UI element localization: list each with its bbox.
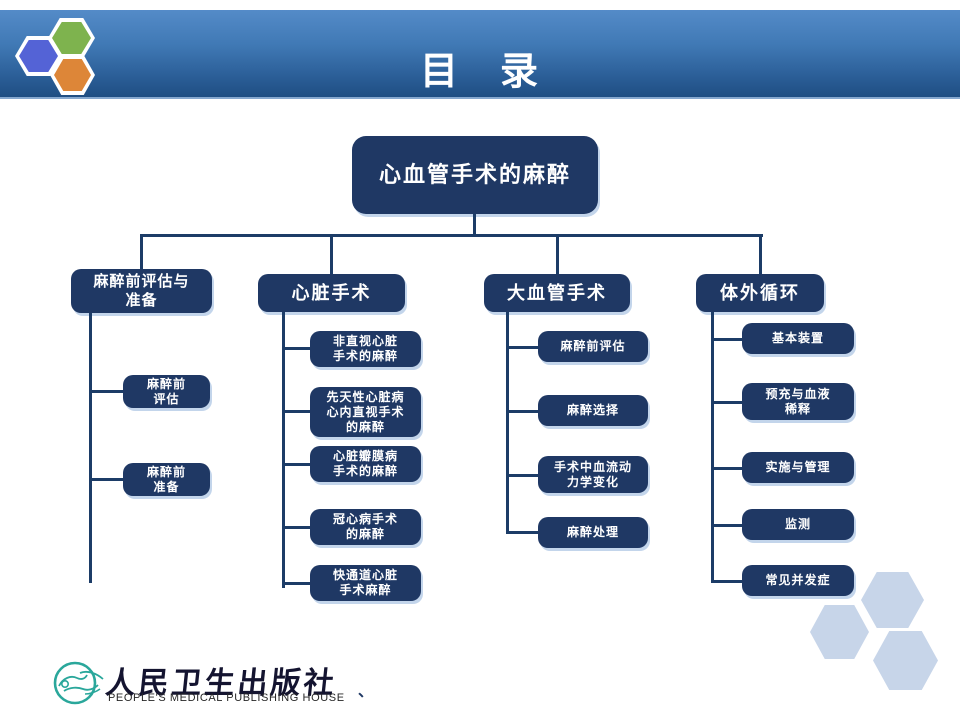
- connector-line: [282, 463, 310, 466]
- connector-line: [89, 478, 123, 481]
- connector-line: [282, 312, 285, 588]
- child-node-2-5: 快通道心脏 手术麻醉: [310, 565, 421, 601]
- page-title: 目 录: [419, 51, 540, 93]
- child-node-2-2: 先天性心脏病 心内直视手术 的麻醉: [310, 387, 421, 437]
- connector-line: [759, 234, 762, 275]
- child-node-2-1: 非直视心脏 手术的麻醉: [310, 331, 421, 367]
- stray-mark: 、: [358, 683, 374, 700]
- child-node-4-5: 常见并发症: [742, 565, 854, 596]
- connector-line: [282, 526, 310, 529]
- branch-node-1: 麻醉前评估与 准备: [71, 269, 212, 313]
- child-node-4-4: 监测: [742, 509, 854, 540]
- connector-line: [711, 338, 742, 341]
- connector-line: [282, 582, 310, 585]
- connector-line: [556, 234, 559, 275]
- child-node-4-1: 基本装置: [742, 323, 854, 354]
- branch-node-3: 大血管手术: [484, 274, 630, 312]
- connector-line: [89, 313, 92, 583]
- connector-line: [711, 580, 742, 583]
- publisher-logo-icon: [52, 658, 104, 710]
- child-node-3-1: 麻醉前评估: [538, 331, 648, 362]
- connector-line: [140, 234, 143, 270]
- child-node-4-3: 实施与管理: [742, 452, 854, 483]
- child-node-2-4: 冠心病手术 的麻醉: [310, 509, 421, 545]
- root-node: 心血管手术的麻醉: [352, 136, 598, 214]
- child-node-1-2: 麻醉前 准备: [123, 463, 210, 496]
- hexagon-logo: [8, 14, 103, 99]
- branch-node-4: 体外循环: [696, 274, 824, 312]
- connector-line: [140, 234, 763, 237]
- connector-line: [711, 467, 742, 470]
- connector-line: [506, 346, 538, 349]
- child-node-4-2: 预充与血液 稀释: [742, 383, 854, 420]
- child-node-3-4: 麻醉处理: [538, 517, 648, 548]
- connector-line: [506, 312, 509, 534]
- publisher-name-en: PEOPLE'S MEDICAL PUBLISHING HOUSE: [108, 692, 345, 704]
- connector-line: [506, 474, 538, 477]
- connector-line: [506, 531, 538, 534]
- header-bar: 目 录: [0, 10, 960, 99]
- connector-line: [282, 347, 310, 350]
- connector-line: [330, 234, 333, 275]
- connector-line: [711, 312, 714, 581]
- connector-line: [711, 401, 742, 404]
- connector-line: [282, 410, 310, 413]
- connector-line: [473, 214, 476, 236]
- branch-node-2: 心脏手术: [258, 274, 405, 312]
- connector-line: [711, 524, 742, 527]
- child-node-3-2: 麻醉选择: [538, 395, 648, 426]
- connector-line: [89, 390, 123, 393]
- connector-line: [506, 410, 538, 413]
- child-node-2-3: 心脏瓣膜病 手术的麻醉: [310, 446, 421, 482]
- child-node-1-1: 麻醉前 评估: [123, 375, 210, 408]
- child-node-3-3: 手术中血流动 力学变化: [538, 456, 648, 493]
